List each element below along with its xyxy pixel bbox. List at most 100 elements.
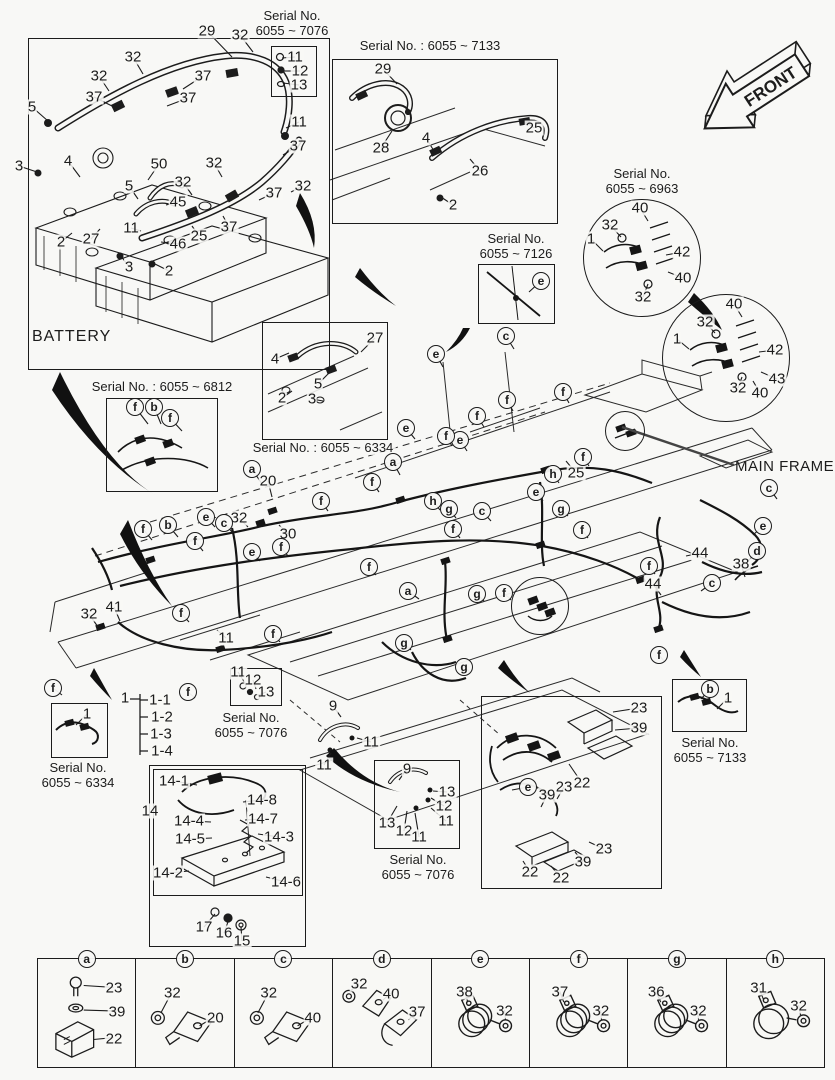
group-14-outer-box [149,765,306,947]
serial-7076-left-box [230,668,282,706]
legend-letter-c: c [274,950,293,968]
serial-label-line: Serial No. [222,710,280,725]
callout-number-14-4: 14-4 [172,812,206,830]
callout-number-11: 11 [362,733,380,751]
legend-part-38: 38 [455,983,474,1001]
callout-number-29: 29 [373,60,393,78]
serial-6963-circle-2 [662,294,790,422]
serial-7133-top: Serial No. : 6055 ~ 7133 [357,38,503,53]
serial-7126-box [478,264,555,324]
callout-number-11: 11 [217,629,235,647]
callout-number-37: 37 [193,67,213,85]
callout-number-16: 16 [214,924,234,942]
serial-7076-mid: Serial No.6055 ~ 7076 [379,852,457,882]
part-1-list-bracket [130,694,148,755]
legend-letter-d: d [372,950,391,968]
callout-number-25: 25 [524,119,544,137]
serial-label-line: Serial No. [613,166,671,181]
callout-number-12: 12 [394,822,414,840]
callout-number-44: 44 [643,575,663,593]
callout-letter-f: f [554,383,572,401]
front-arrow: FRONT [703,40,812,130]
callout-number-1-4: 1-4 [150,742,174,760]
callout-number-14: 14 [140,802,160,820]
callout-number-1: 1 [81,705,93,723]
serial-label-line: 6055 ~ 7076 [255,23,329,38]
legend-bracket-icon [151,992,216,1046]
callout-number-11: 11 [229,663,247,681]
callout-number-32: 32 [293,177,313,195]
legend-part-37: 37 [550,983,570,1001]
callout-number-2: 2 [447,196,459,214]
serial-6334-left-box [51,703,108,758]
serial-label-line: Serial No. [681,735,739,750]
callout-number-1-1: 1-1 [148,691,172,709]
callout-letter-f: f [468,407,486,425]
callout-number-13: 13 [289,76,309,94]
callout-letter-f: f [444,520,462,538]
callout-number-11: 11 [286,48,304,66]
callout-number-11: 11 [122,219,140,237]
callout-number-32: 32 [89,67,109,85]
callout-letter-f: f [363,473,381,491]
callout-number-39: 39 [537,786,557,804]
callout-letter-f: f [264,625,282,643]
callout-number-15: 15 [232,932,252,950]
callout-letter-h: h [544,465,562,483]
callout-number-45: 45 [168,193,188,211]
callout-number-1: 1 [119,689,131,707]
callout-number-32: 32 [204,154,224,172]
legend-part-32: 32 [259,984,279,1002]
callout-letter-h: h [424,492,442,510]
callout-letter-e: e [532,272,550,290]
callout-number-13: 13 [377,814,397,832]
callout-number-32: 32 [79,605,99,623]
legend-clamp-icon [654,991,709,1038]
callout-number-32: 32 [728,379,748,397]
serial-6812-box [106,398,218,492]
callout-number-50: 50 [149,155,169,173]
callout-number-5: 5 [123,177,135,195]
legend-part-31: 31 [749,979,768,997]
legend-part-22: 22 [104,1030,124,1048]
callout-number-32: 32 [229,509,249,527]
callout-letter-b: b [159,516,177,534]
callout-letter-b: b [145,398,163,416]
legend-clamp-icon [457,991,512,1038]
battery-cables [54,51,303,242]
callout-number-3: 3 [123,258,135,276]
callout-number-28: 28 [371,139,391,157]
serial-label-line: 6055 ~ 7133 [673,750,747,765]
legend-letter-a: a [77,950,96,968]
callout-number-12: 12 [243,671,263,689]
callout-number-42: 42 [765,341,785,359]
callout-letter-e: e [197,508,215,526]
serial-6334-left: Serial No.6055 ~ 6334 [39,760,117,790]
callout-number-1: 1 [585,230,597,248]
legend-part-32: 32 [349,975,369,993]
callout-letter-g: g [395,634,413,652]
serial-6334-left-drawing [55,718,99,745]
callout-letter-f: f [360,558,378,576]
callout-number-14-1: 14-1 [157,772,191,790]
callout-number-43: 43 [767,370,787,388]
serial-label-line: 6055 ~ 7076 [214,725,288,740]
callout-number-40: 40 [750,384,770,402]
callout-letter-c: c [703,574,721,592]
callout-letter-f: f [650,646,668,664]
serial-6963-circle [583,199,701,317]
callout-number-37: 37 [264,184,284,202]
battery-serial-sub-box [271,46,317,97]
callout-number-5: 5 [312,375,324,393]
serial-label-line: 6055 ~ 7126 [479,246,553,261]
callout-number-1-2: 1-2 [150,708,174,726]
callout-number-44: 44 [690,544,710,562]
callout-number-26: 26 [470,162,490,180]
callout-number-14-8: 14-8 [245,791,279,809]
serial-label-line: Serial No. [389,852,447,867]
legend-part-40: 40 [303,1009,323,1027]
